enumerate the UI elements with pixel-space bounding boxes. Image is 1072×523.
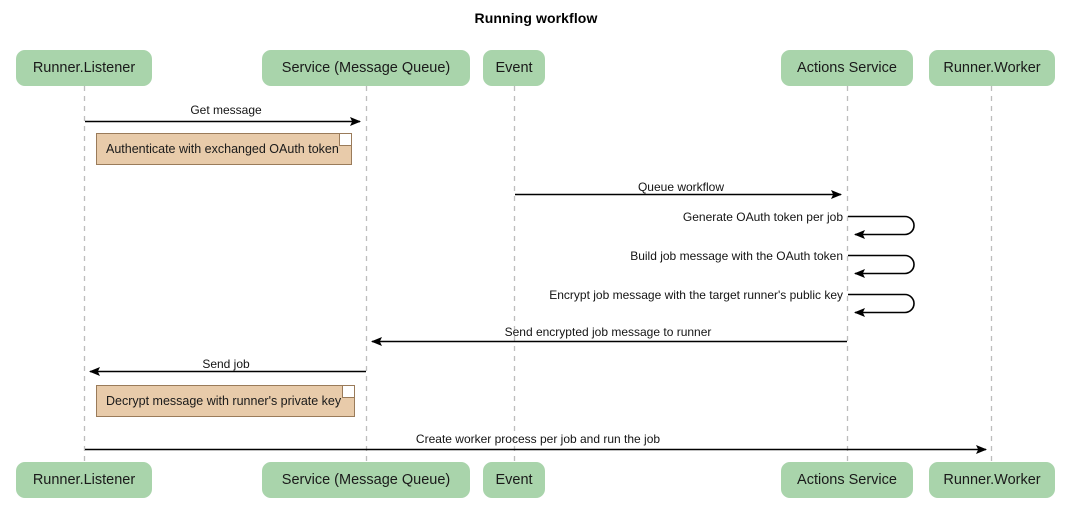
participant-event-bottom[interactable]: Event [483,462,545,498]
message-label-send-encrypted: Send encrypted job message to runner [504,325,712,339]
self-arrow-build-message [848,254,915,278]
message-label-get-message: Get message [190,103,262,117]
message-arrows [85,117,987,454]
participant-actions-service-top[interactable]: Actions Service [781,50,913,86]
note-authenticate-text: Authenticate with exchanged OAuth token [106,142,339,156]
participant-actions-service-bottom[interactable]: Actions Service [781,462,913,498]
message-label-encrypt-message: Encrypt job message with the target runn… [549,288,843,302]
participant-runner-listener-top[interactable]: Runner.Listener [16,50,152,86]
note-decrypt-text: Decrypt message with runner's private ke… [106,394,342,408]
participant-runner-worker-bottom[interactable]: Runner.Worker [929,462,1055,498]
message-label-queue-workflow: Queue workflow [637,180,725,194]
note-decrypt: Decrypt message with runner's private ke… [96,385,355,417]
page-title: Running workflow [474,10,598,26]
participant-service-mq-bottom[interactable]: Service (Message Queue) [262,462,470,498]
participant-service-mq-top[interactable]: Service (Message Queue) [262,50,470,86]
message-label-send-job: Send job [202,357,250,371]
participant-event-top[interactable]: Event [483,50,545,86]
note-fold-icon [339,134,351,146]
note-authenticate: Authenticate with exchanged OAuth token [96,133,352,165]
message-label-generate-token: Generate OAuth token per job [682,210,843,224]
lifeline-group [83,86,993,462]
message-label-create-worker: Create worker process per job and run th… [415,432,661,446]
self-arrow-generate-token [848,215,915,239]
participant-runner-worker-top[interactable]: Runner.Worker [929,50,1055,86]
message-label-build-message: Build job message with the OAuth token [630,249,843,263]
self-arrow-encrypt-message [848,293,915,317]
participant-runner-listener-bottom[interactable]: Runner.Listener [16,462,152,498]
note-fold-icon [342,386,354,398]
